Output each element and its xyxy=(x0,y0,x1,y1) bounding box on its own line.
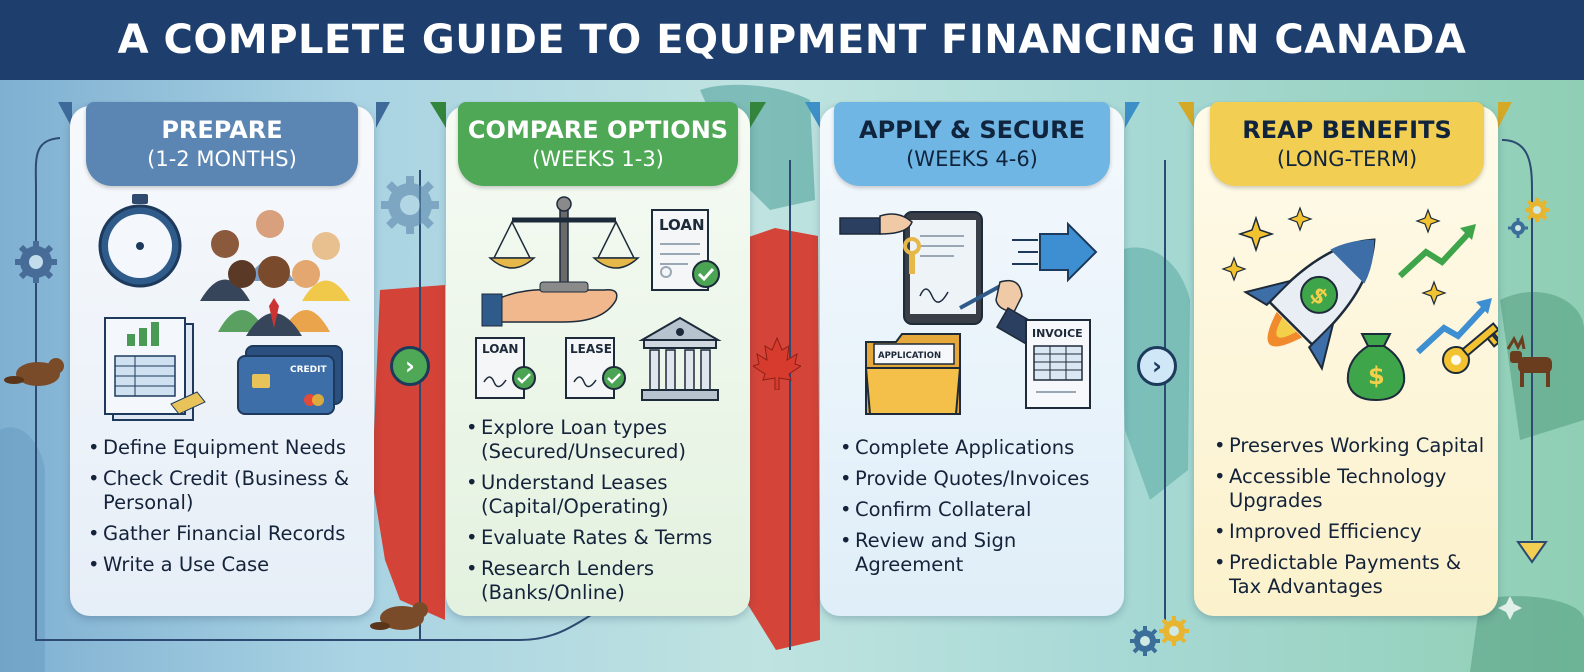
application-folder-icon: APPLICATION xyxy=(864,333,962,415)
sparkle-icon xyxy=(1221,206,1447,306)
list-item: Complete Applications xyxy=(840,436,1120,460)
list-item: Preserves Working Capital xyxy=(1214,434,1494,458)
flow-arrow-icon xyxy=(1516,541,1548,564)
maple-leaf-icon xyxy=(753,336,801,390)
team-icon xyxy=(200,210,350,336)
stage-heading: PREPARE xyxy=(161,116,283,144)
gear-icon xyxy=(1159,616,1189,646)
money-bag-icon: $ xyxy=(1346,333,1406,402)
stage-header-apply-secure: APPLY & SECURE (WEEKS 4-6) xyxy=(834,102,1110,186)
credit-card-icon: CREDIT xyxy=(237,345,343,415)
list-item: Predictable Payments & Tax Advantages xyxy=(1214,551,1494,599)
stage-header-compare-options: COMPARE OPTIONS (WEEKS 1-3) xyxy=(458,102,738,186)
list-item: Understand Leases (Capital/Operating) xyxy=(466,471,746,519)
compass-icon xyxy=(98,194,182,288)
stage-heading: REAP BENEFITS xyxy=(1242,116,1452,144)
chevron-right-icon: › xyxy=(390,346,430,386)
stage-card-compare-options: LOAN LOAN LEASE xyxy=(446,106,750,616)
financial-report-icon xyxy=(104,317,206,421)
gear-icon xyxy=(1508,218,1528,238)
moose-icon xyxy=(1506,334,1552,387)
rocket-icon: $ xyxy=(1242,238,1376,372)
stage-timeframe: (1-2 MONTHS) xyxy=(147,147,297,171)
stage-heading: COMPARE OPTIONS xyxy=(467,116,729,144)
stage-card-reap-benefits: $ $ xyxy=(1194,106,1498,616)
stage-timeframe: (LONG-TERM) xyxy=(1276,147,1418,171)
list-item: Explore Loan types (Secured/Unsecured) xyxy=(466,416,746,464)
list-item: Write a Use Case xyxy=(88,553,368,577)
stage-card-prepare: CREDIT Define Equipment Needs Check Cred… xyxy=(70,106,374,616)
stage-items: Define Equipment Needs Check Credit (Bus… xyxy=(88,436,368,584)
stage-icons: $ $ xyxy=(1221,206,1498,402)
tablet-signature-icon xyxy=(839,211,1039,346)
list-item: Gather Financial Records xyxy=(88,522,368,546)
stage-icons: CREDIT xyxy=(98,194,350,421)
gear-icon xyxy=(15,241,57,283)
title-bar: A COMPLETE GUIDE TO EQUIPMENT FINANCING … xyxy=(0,0,1584,80)
growth-arrow-icon xyxy=(1397,224,1492,355)
gear-icon xyxy=(381,176,439,234)
stage-header-reap-benefits: REAP BENEFITS (LONG-TERM) xyxy=(1210,102,1484,186)
list-item: Research Lenders (Banks/Online) xyxy=(466,557,746,605)
card-label: CREDIT xyxy=(290,365,328,375)
list-item: Check Credit (Business & Personal) xyxy=(88,467,368,515)
gear-icon xyxy=(1130,626,1160,656)
gear-icon xyxy=(1525,198,1549,222)
stage-items: Complete Applications Provide Quotes/Inv… xyxy=(840,436,1120,584)
list-item: Accessible Technology Upgrades xyxy=(1214,465,1494,513)
list-item: Confirm Collateral xyxy=(840,498,1120,522)
list-item: Improved Efficiency xyxy=(1214,520,1494,544)
stage-icons: LOAN LOAN LEASE xyxy=(475,196,722,401)
page-title: A COMPLETE GUIDE TO EQUIPMENT FINANCING … xyxy=(117,17,1467,63)
stage-timeframe: (WEEKS 4-6) xyxy=(906,147,1038,171)
loan-document-icon: LOAN xyxy=(475,337,536,399)
sparkle-icon xyxy=(1498,596,1522,620)
loan-label: LOAN xyxy=(659,216,705,234)
invoice-label: INVOICE xyxy=(1032,327,1083,340)
list-item: Review and Sign Agreement xyxy=(840,529,1120,577)
stage-icons: APPLICATION INVOICE xyxy=(839,211,1098,415)
beaver-icon xyxy=(370,602,428,630)
stage-items: Preserves Working Capital Accessible Tec… xyxy=(1214,434,1494,606)
stage-card-apply-secure: APPLICATION INVOICE Complete Application… xyxy=(820,106,1124,616)
invoice-icon: INVOICE xyxy=(1025,319,1091,409)
lease-label: LEASE xyxy=(570,342,612,356)
stage-timeframe: (WEEKS 1-3) xyxy=(532,147,664,171)
loan-document-icon: LOAN xyxy=(651,209,720,291)
stage-header-prepare: PREPARE (1-2 MONTHS) xyxy=(86,102,358,186)
key-icon xyxy=(1442,322,1498,374)
list-item: Evaluate Rates & Terms xyxy=(466,526,746,550)
stage-items: Explore Loan types (Secured/Unsecured) U… xyxy=(466,416,746,612)
loan-label: LOAN xyxy=(482,342,518,356)
beaver-icon xyxy=(4,358,64,386)
scales-icon xyxy=(481,196,640,327)
list-item: Provide Quotes/Invoices xyxy=(840,467,1120,491)
list-item: Define Equipment Needs xyxy=(88,436,368,460)
bank-icon xyxy=(638,316,722,401)
lease-document-icon: LEASE xyxy=(565,337,626,399)
application-label: APPLICATION xyxy=(878,351,941,361)
ribbon-tails xyxy=(58,102,1512,128)
svg-text:$: $ xyxy=(1368,362,1385,390)
stage-heading: APPLY & SECURE xyxy=(859,116,1085,144)
arrow-right-icon xyxy=(1012,221,1098,283)
chevron-right-icon: › xyxy=(1137,346,1177,386)
